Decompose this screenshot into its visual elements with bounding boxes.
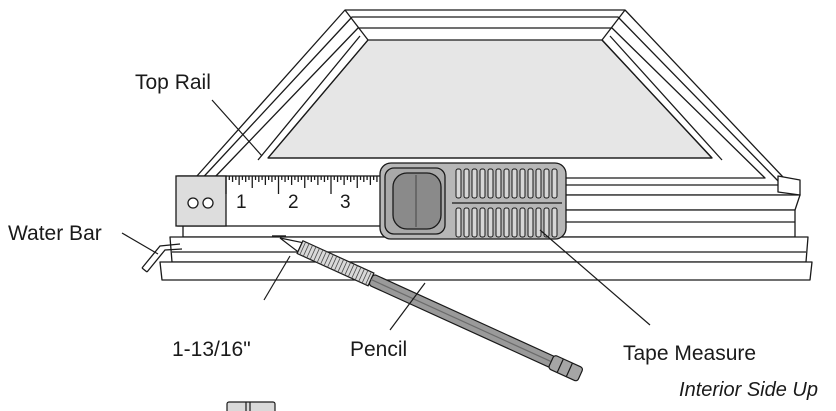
grip-rib (551, 207, 558, 238)
tape-number-1: 1 (236, 192, 247, 213)
grip-rib (495, 168, 502, 199)
leader-tape-measure (539, 229, 651, 326)
glazing-bead-inner-right (609, 35, 723, 161)
glazing-bead-inner-left (257, 35, 361, 161)
pencil-cap (548, 355, 584, 382)
window-sash (159, 9, 813, 281)
grip-rib (527, 207, 534, 238)
grip-ribs (455, 168, 558, 238)
pencil-grip-line (347, 263, 355, 277)
pencil-grip-line (306, 244, 313, 259)
grip-rib (519, 168, 526, 199)
grip-rib (535, 207, 542, 238)
pencil-grip-line (361, 270, 369, 284)
grip-rib (487, 207, 494, 238)
grip-rib (519, 207, 526, 238)
grip-rib (551, 168, 558, 199)
pencil-grip-line (320, 251, 327, 265)
sill-base (169, 236, 809, 263)
pencil-grip-line (337, 259, 345, 273)
label-water-bar: Water Bar (8, 222, 102, 245)
tape-number-2: 2 (288, 192, 299, 213)
grip-rib (455, 168, 462, 199)
pencil-grip-line (323, 252, 331, 266)
grip-rib (543, 207, 550, 238)
glazing-bead-left (267, 39, 369, 159)
hook-rivet-1 (187, 197, 199, 209)
label-view-note: Interior Side Up (679, 379, 818, 401)
grip-rib (487, 168, 494, 199)
cropped-next-figure (226, 401, 276, 411)
pencil-grip-line (334, 257, 341, 271)
grip-rib (527, 168, 534, 199)
water-bar (141, 243, 183, 273)
label-tape-measure: Tape Measure (623, 342, 756, 365)
grip-rib (455, 207, 462, 238)
hook-rivet-2 (202, 197, 214, 209)
grip-rib (471, 168, 478, 199)
grip-rib (503, 168, 510, 199)
grip-rib (479, 207, 486, 238)
grip-rib (463, 207, 470, 238)
right-corner-cap (777, 175, 801, 196)
grip-rib (495, 207, 502, 238)
pencil (279, 237, 584, 382)
miter-top-right (601, 9, 626, 41)
pencil-grip-line (340, 260, 348, 274)
pencil-grip-line (302, 243, 310, 257)
leader-water-bar (121, 232, 159, 255)
grip-rib (479, 168, 486, 199)
leader-measurement (263, 255, 291, 301)
grip-rib (511, 168, 518, 199)
grip-rib (463, 168, 470, 199)
grip-rib (471, 207, 478, 238)
grip-rib (511, 207, 518, 238)
pencil-grip-line (344, 262, 351, 276)
pencil-grip-line (313, 248, 320, 262)
lock-button (392, 172, 442, 230)
leader-pencil (389, 282, 426, 331)
tape-blade (175, 175, 401, 227)
grip-rib (543, 168, 550, 199)
pencil-grip-line (309, 246, 317, 260)
leader-lines (121, 99, 651, 331)
pencil-grip-texture (299, 241, 372, 285)
tape-hook (175, 175, 227, 227)
pencil-grip-line (330, 256, 338, 270)
pencil-grip-line (365, 271, 372, 285)
grip-rib (535, 168, 542, 199)
tape-measure-housing (379, 162, 567, 240)
pencil-grip-line (354, 267, 362, 281)
sill-bottom-lip (159, 261, 813, 281)
pencil-grip-line (327, 254, 334, 268)
tape-number-3: 3 (340, 192, 351, 213)
miter-top-left (344, 9, 369, 41)
pencil-grip-line (358, 268, 365, 282)
leader-top-rail (211, 99, 263, 157)
label-top-rail: Top Rail (135, 71, 211, 94)
grip-rib (503, 207, 510, 238)
label-pencil: Pencil (350, 338, 407, 361)
pencil-grip-line (299, 241, 307, 255)
glazing-bead-right (601, 39, 713, 159)
label-measurement: 1-13/16" (172, 338, 251, 361)
pencil-grip-line (351, 265, 358, 279)
pencil-grip-line (316, 249, 324, 263)
